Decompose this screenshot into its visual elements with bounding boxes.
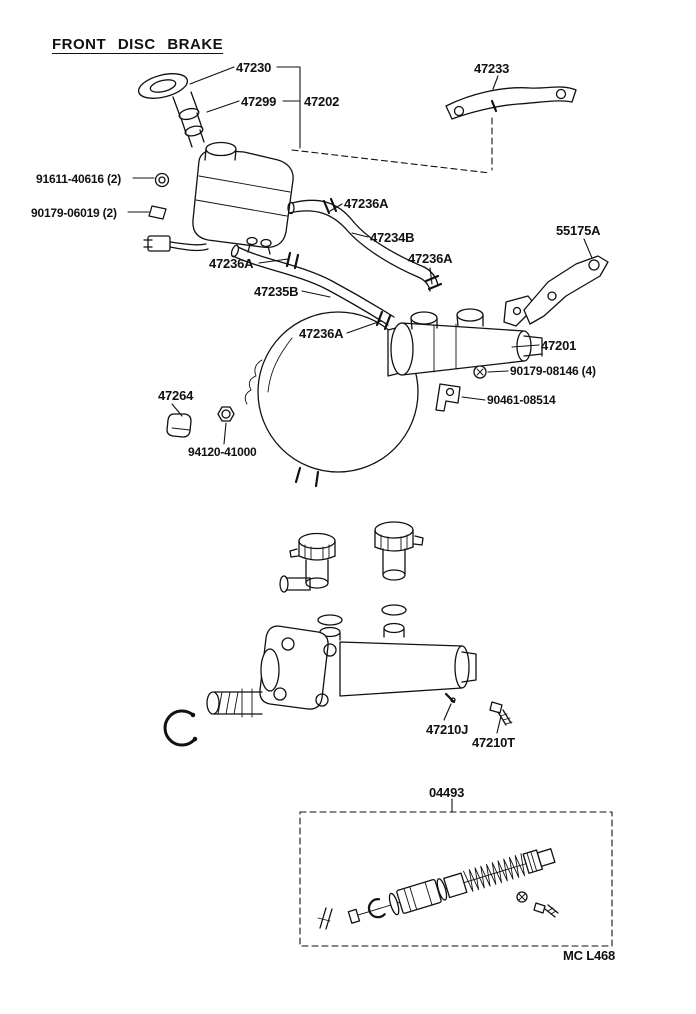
- part-label-94120-41000: 94120-41000: [188, 445, 257, 459]
- part-label-47236A-2: 47236A: [209, 256, 254, 271]
- part-label-55175A: 55175A: [556, 223, 601, 238]
- o-rings-drawing: [317, 604, 407, 626]
- part-label-47299: 47299: [241, 94, 277, 109]
- part-label-47210T: 47210T: [472, 735, 515, 750]
- leader-lines: [127, 66, 593, 813]
- part-label-47202: 47202: [304, 94, 340, 109]
- part-label-47236A-4: 47236A: [299, 326, 344, 341]
- bolt-91611-drawing: [154, 172, 170, 188]
- pushrod-drawing: [206, 688, 263, 718]
- part-label-47235B: 47235B: [254, 284, 299, 299]
- elbow-fitting-drawing: [279, 575, 311, 593]
- diagram-title: FRONT DISC BRAKE: [52, 36, 224, 53]
- kit-contents-drawing: [317, 848, 559, 930]
- cap-left-drawing: [289, 532, 336, 589]
- bolt-90179-08146-drawing: [473, 365, 487, 379]
- part-label-90179-08146: 90179-08146 (4): [510, 364, 596, 378]
- grommet-47264-drawing: [166, 413, 192, 438]
- catalog-code: MC L468: [563, 948, 616, 963]
- part-label-04493: 04493: [429, 785, 465, 800]
- pin-47210J-drawing: [444, 692, 456, 704]
- master-cylinder-47201-drawing: [387, 308, 543, 377]
- reservoir-tank-drawing: [192, 141, 294, 255]
- part-label-47201: 47201: [541, 338, 577, 353]
- part-label-90461-08514: 90461-08514: [487, 393, 556, 407]
- part-label-47264: 47264: [158, 388, 194, 403]
- level-sensor-connector-drawing: [143, 235, 209, 252]
- kit-dashed-box: [299, 811, 613, 947]
- nut-94120-drawing: [217, 406, 235, 422]
- part-label-90179-06019: 90179-06019 (2): [31, 206, 117, 220]
- reservoir-cap-drawing: [137, 73, 205, 148]
- part-label-47236A-1: 47236A: [344, 196, 389, 211]
- part-label-91611-40616: 91611-40616 (2): [36, 172, 122, 186]
- hose-47235B-drawing: [230, 244, 395, 331]
- part-label-47234B: 47234B: [370, 230, 415, 245]
- snap-ring-drawing: [163, 709, 198, 747]
- bracket-47233-drawing: [445, 86, 577, 120]
- part-label-47230: 47230: [236, 60, 272, 75]
- part-label-47210J: 47210J: [426, 722, 469, 737]
- master-cylinder-body-drawing: [259, 622, 477, 710]
- part-label-47233: 47233: [474, 61, 510, 76]
- clip-90179-06019-drawing: [148, 205, 167, 220]
- bracket-90461-drawing: [435, 383, 461, 412]
- cap-right-drawing: [374, 521, 424, 581]
- assembly-dashed-lines: [291, 117, 493, 174]
- bolt-47210T-drawing: [489, 701, 513, 726]
- brake-booster-drawing: [244, 311, 419, 488]
- part-label-47236A-3: 47236A: [408, 251, 453, 266]
- hose-47234B-drawing: [287, 197, 443, 292]
- bracket-55175A-drawing: [503, 255, 609, 327]
